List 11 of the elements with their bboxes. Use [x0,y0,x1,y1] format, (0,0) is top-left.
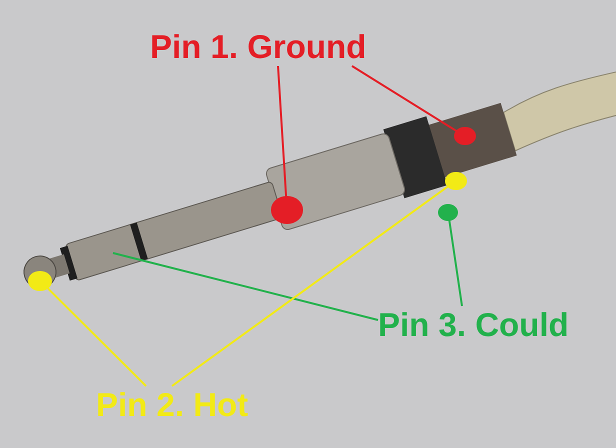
pin-label: Pin 1. Ground [150,28,366,66]
leader-line [351,65,458,132]
leader-line [46,287,147,387]
marker-dot [445,172,467,190]
leader-line [171,186,449,387]
leader-line [277,66,288,196]
pin-label: Pin 2. Hot [96,386,248,424]
marker-dot [438,204,458,220]
leader-line [112,252,378,321]
leader-line [448,220,463,306]
pin-label: Pin 3. Could [378,306,569,344]
